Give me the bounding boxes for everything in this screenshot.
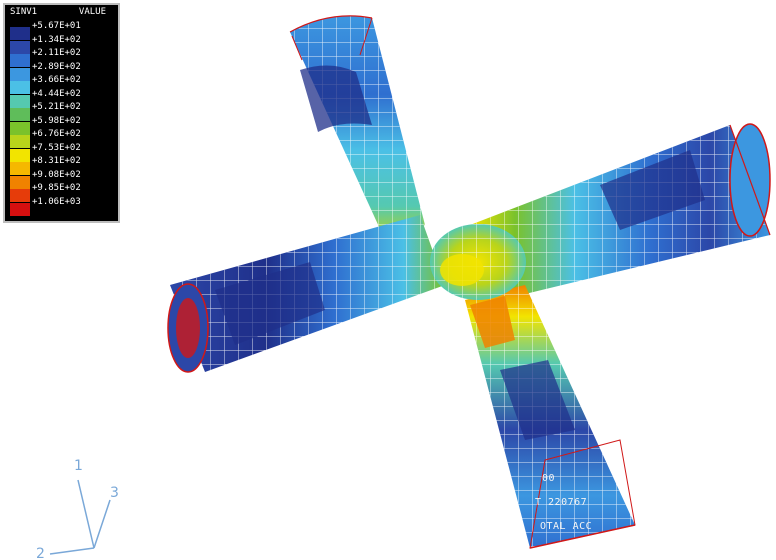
contour-legend: SINV1 VALUE +5.67E+01+1.34E+02+2.11E+02+… (3, 3, 120, 223)
legend-value: +5.21E+02 (32, 102, 81, 112)
legend-value: +1.06E+03 (32, 196, 81, 207)
legend-row: +1.34E+02 (10, 34, 114, 54)
axis-3-line (93, 499, 111, 549)
legend-header: SINV1 VALUE (10, 8, 113, 22)
legend-swatch (10, 67, 30, 81)
axis-1-label: 1 (74, 458, 83, 474)
legend-swatch (10, 175, 30, 189)
legend-row: +7.53E+02 (10, 142, 114, 162)
legend-value: +6.76E+02 (32, 129, 81, 139)
axis-1-line (77, 479, 95, 549)
legend-row: +3.66E+02 (10, 75, 114, 94)
legend-swatch (10, 162, 30, 175)
axes-triad: 1 2 3 (36, 458, 119, 560)
legend-value: +2.11E+02 (32, 48, 81, 58)
overlay-line-3: OTAL ACC (540, 521, 593, 532)
legend-value: +8.31E+02 (32, 156, 81, 166)
joint-region (430, 224, 526, 300)
legend-row: +5.21E+02 (10, 102, 114, 121)
legend-swatch (10, 40, 30, 54)
overlay-line-2: T 220767 (535, 497, 588, 508)
arm-upper (289, 15, 425, 240)
legend-row: +1.06E+03 (10, 196, 114, 216)
axis-3-label: 3 (110, 485, 119, 501)
legend-row: +6.76E+02 (10, 129, 114, 148)
legend-value: +1.34E+02 (32, 34, 81, 45)
legend-value: +9.85E+02 (32, 183, 81, 193)
legend-row: +9.08E+02 (10, 169, 114, 189)
arm-left (167, 215, 445, 373)
legend-swatch (10, 121, 30, 135)
legend-value: +3.66E+02 (32, 75, 81, 85)
legend-value: +2.89E+02 (32, 61, 81, 72)
overlay-line-1: 00 (542, 473, 556, 484)
legend-row: +5.98E+02 (10, 115, 114, 135)
legend-row: +2.11E+02 (10, 48, 114, 67)
legend-swatch (10, 108, 30, 121)
legend-swatch (10, 148, 30, 162)
legend-rows: +5.67E+01 +1.34E+02 +2.11E+02 +2.89E+02 +3.6… (10, 21, 114, 216)
legend-swatch (10, 202, 30, 216)
legend-swatch (10, 27, 30, 40)
legend-value: +5.98E+02 (32, 115, 81, 126)
legend-swatch (10, 94, 30, 108)
legend-value: +7.53E+02 (32, 142, 81, 153)
legend-swatch (10, 54, 30, 67)
legend-swatch (10, 135, 30, 148)
axis-2-label: 2 (36, 546, 45, 560)
legend-value: +4.44E+02 (32, 88, 81, 99)
legend-row: +9.85E+02 (10, 183, 114, 202)
arm-lower (465, 285, 636, 549)
axis-2-line (49, 547, 95, 555)
legend-swatch (10, 81, 30, 94)
legend-value-header: VALUE (78, 7, 106, 17)
legend-row: +5.67E+01 (10, 21, 114, 40)
legend-value: +5.67E+01 (32, 21, 81, 31)
legend-row: +8.31E+02 (10, 156, 114, 175)
legend-row: +4.44E+02 (10, 88, 114, 108)
legend-variable: SINV1 (10, 7, 38, 17)
arm-right (470, 123, 771, 300)
legend-swatch (10, 189, 30, 202)
legend-row: +2.89E+02 (10, 61, 114, 81)
legend-value: +9.08E+02 (32, 169, 81, 180)
